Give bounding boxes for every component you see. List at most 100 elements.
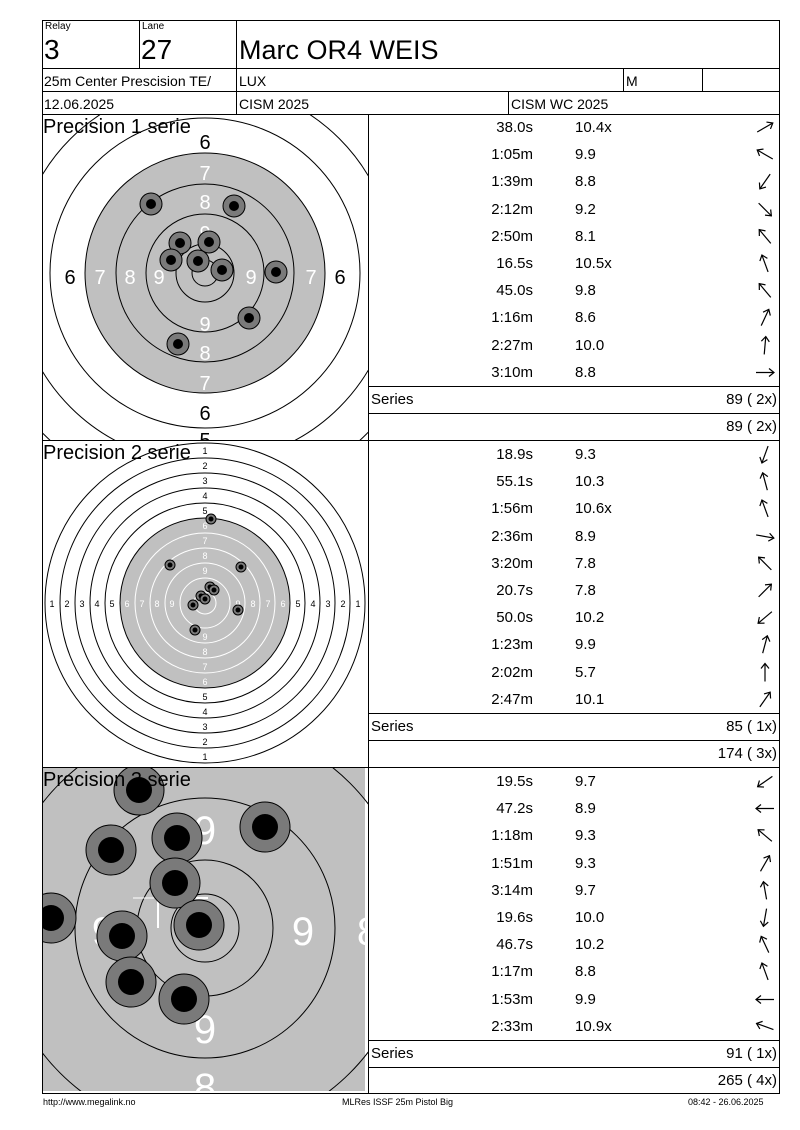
shot-direction-arrow-icon	[755, 1020, 774, 1030]
ring-number: 8	[250, 599, 255, 609]
shot-direction-arrow-icon	[756, 121, 774, 133]
svg-text:8: 8	[357, 910, 368, 954]
shot-time: 2:27m	[491, 336, 533, 354]
shot-value: 8.8	[575, 963, 596, 981]
ring-number: 5	[109, 599, 114, 609]
target-ring	[74, 472, 336, 734]
target-ring	[179, 577, 231, 629]
target-ring	[104, 502, 306, 704]
shot-value: 10.2	[575, 936, 605, 954]
shot-time: 1:23m	[491, 636, 533, 654]
ring-number: 1	[202, 446, 207, 456]
ring-number: 2	[202, 737, 207, 747]
shot-value: 9.3	[575, 827, 596, 845]
svg-text:5: 5	[199, 430, 210, 440]
shot-time: 2:33m	[491, 1017, 533, 1035]
svg-text:6: 6	[334, 267, 345, 289]
svg-text:7: 7	[94, 267, 105, 289]
shot-hole-center	[204, 237, 214, 247]
shot-direction-arrow-icon	[755, 994, 774, 1004]
shot-value: 10.0	[575, 909, 605, 926]
divider	[368, 740, 780, 741]
running-total: 265 ( 4x)	[717, 1072, 777, 1089]
series-total: 89 ( 2x)	[726, 391, 777, 408]
shot-direction-arrow-icon	[757, 611, 773, 625]
shot-direction-arrow-icon	[759, 499, 769, 518]
shot-time: 18.9s	[496, 446, 533, 463]
shot-value: 9.8	[575, 282, 596, 300]
target-ring	[44, 442, 366, 764]
shot-direction-arrow-icon	[759, 880, 769, 900]
shot-value: 9.9	[575, 636, 596, 654]
shot-hole-center	[146, 199, 156, 209]
svg-text:8: 8	[124, 267, 135, 289]
footer-url[interactable]: http://www.megalink.no	[43, 1097, 136, 1107]
shot-time: 19.5s	[496, 773, 533, 790]
shot-time: 2:36m	[491, 527, 533, 545]
divider	[368, 413, 780, 414]
shot-time: 16.5s	[496, 255, 533, 272]
svg-text:8: 8	[199, 343, 210, 365]
ring-number: 7	[202, 662, 207, 672]
ring-number: 3	[202, 722, 207, 732]
divider	[702, 69, 703, 91]
shot-value: 10.9x	[575, 1017, 612, 1035]
shot-direction-arrow-icon	[757, 829, 773, 843]
shot-time: 47.2s	[496, 800, 533, 818]
shot-time: 2:50m	[491, 227, 533, 245]
shot-hole-center	[192, 627, 198, 633]
shot-time: 3:14m	[491, 881, 533, 899]
shot-time: 50.0s	[496, 609, 533, 627]
shot-hole-center	[238, 564, 244, 570]
target-ring	[164, 562, 246, 644]
shot-direction-arrow-icon	[758, 283, 772, 298]
shot-direction-arrow-icon	[758, 228, 772, 244]
shot-hole-center	[43, 905, 64, 931]
shot-direction-arrow-icon	[756, 148, 774, 160]
series-2-title: Precision 2 serie	[43, 442, 191, 464]
shot-time: 45.0s	[496, 282, 533, 300]
divider	[42, 68, 780, 69]
shot-time: 1:18m	[491, 827, 533, 845]
shot-value: 8.9	[575, 527, 596, 545]
svg-text:7: 7	[199, 373, 210, 395]
shot-direction-arrow-icon	[755, 804, 774, 814]
ring-number: 6	[202, 521, 207, 531]
ring-number: 8	[154, 599, 159, 609]
shot-time: 2:12m	[491, 200, 533, 218]
ring-number: 3	[79, 599, 84, 609]
shot-time: 20.7s	[496, 582, 533, 599]
shot-time: 2:47m	[491, 690, 533, 708]
svg-text:9: 9	[199, 314, 210, 336]
shot-direction-arrow-icon	[758, 583, 773, 598]
ring-number: 4	[310, 599, 315, 609]
scorecard-frame	[42, 20, 780, 1094]
shot-hole-center	[186, 912, 212, 938]
shot-value: 10.1	[575, 690, 605, 708]
ring-number: 6	[124, 599, 129, 609]
divider	[508, 92, 509, 114]
competition: CISM 2025	[239, 96, 310, 112]
shot-hole-center	[166, 255, 176, 265]
shot-hole-center	[109, 923, 135, 949]
shot-hole-center	[173, 339, 183, 349]
shot-hole-center	[118, 969, 144, 995]
shot-time: 1:16m	[491, 309, 533, 327]
series-3-title: Precision 3 serie	[43, 769, 191, 791]
svg-text:6: 6	[199, 403, 210, 425]
shot-hole-center	[208, 516, 214, 522]
shot-hole-center	[162, 870, 188, 896]
date: 12.06.2025	[44, 96, 115, 112]
shot-hole-center	[98, 837, 124, 863]
shot-direction-arrow-icon	[756, 367, 775, 377]
shot-hole-center	[211, 587, 217, 593]
series-label: Series	[371, 718, 414, 735]
shot-time: 46.7s	[496, 936, 533, 954]
svg-text:7: 7	[199, 163, 210, 185]
divider	[236, 92, 237, 114]
shot-direction-arrow-icon	[760, 308, 771, 327]
ring-number: 5	[202, 692, 207, 702]
shot-hole-center	[164, 825, 190, 851]
shot-direction-arrow-icon	[759, 691, 772, 708]
